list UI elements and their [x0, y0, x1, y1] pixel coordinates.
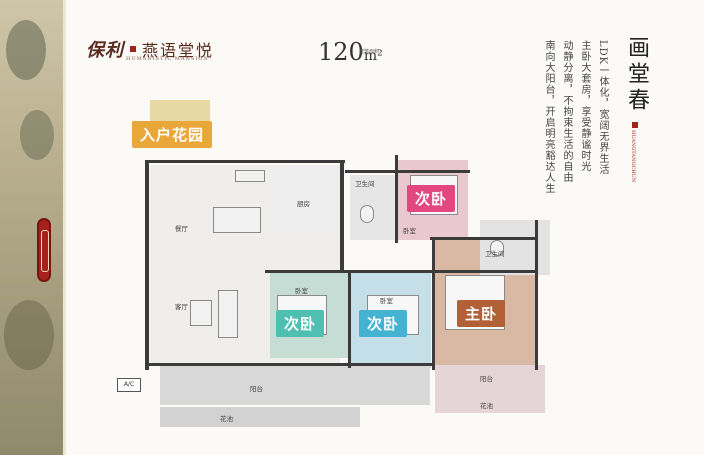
label-balcony: 阳台	[250, 385, 263, 393]
painted-tree	[6, 20, 46, 80]
wall	[535, 220, 538, 370]
ac-unit-label: A/C	[117, 378, 141, 392]
wall	[348, 273, 351, 368]
label-planter2: 花池	[480, 402, 493, 410]
painted-tree	[4, 300, 54, 370]
copy-line-1: LDK一体化，宽阔无界生活	[597, 40, 608, 176]
label-living: 客厅	[175, 303, 188, 311]
copy-line-2: 主卧大套房，享受静谧时光	[579, 40, 590, 172]
brand-divider	[130, 46, 136, 52]
brand-logo: 保利	[86, 40, 124, 61]
label-bath2: 卫生间	[485, 250, 505, 258]
callout-bedroom-left: 次卧	[276, 310, 325, 337]
wall	[145, 363, 435, 366]
callout-bedroom-mid: 次卧	[359, 310, 408, 337]
plan-title: 画堂春	[624, 36, 649, 114]
project-name-en: HUMANISTIC MANSION	[126, 56, 209, 62]
callout-master-bedroom: 主卧	[457, 300, 506, 327]
living-sofa	[218, 290, 238, 338]
wall	[430, 237, 538, 240]
project-name: 燕语堂悦	[142, 41, 215, 60]
wall	[432, 240, 435, 370]
label-br-left: 卧室	[295, 287, 308, 295]
toilet	[490, 240, 504, 256]
label-br-mid: 卧室	[380, 297, 393, 305]
label-bath1: 卫生间	[355, 180, 375, 188]
label-dining: 餐厅	[175, 225, 188, 233]
floor-area: 120m² 建筑面积	[318, 38, 383, 66]
kitchen-area	[275, 167, 340, 235]
callout-entry-garden: 入户花园	[132, 121, 213, 148]
callout-bedroom-top: 次卧	[407, 185, 456, 212]
painted-tree	[20, 110, 54, 160]
planter-area	[160, 407, 360, 427]
floor-plan: 餐厅 客厅 厨房 卫生间 卧室 卧室 卧室 卫生间 阳台 阳台 花池 花池 入户…	[105, 95, 565, 445]
balcony-area	[160, 365, 430, 405]
dining-table	[213, 207, 261, 233]
copy-line-3: 动静分离，不拘束生活的自由	[561, 40, 572, 183]
planter2-area	[435, 395, 545, 413]
area-unit: m²	[363, 48, 383, 64]
label-br-top: 卧室	[403, 227, 416, 235]
label-kitchen: 厨房	[297, 200, 310, 208]
wall	[395, 155, 398, 243]
brand-header: 保利 燕语堂悦 HUMANISTIC MANSION	[86, 36, 214, 62]
decorative-scroll-painting	[0, 0, 66, 455]
coffee-table	[190, 300, 212, 326]
label-balcony2: 阳台	[480, 375, 493, 383]
red-seal-ornament	[37, 218, 51, 282]
plan-title-en: HUANGTANGCHUN	[630, 130, 636, 183]
wall	[340, 160, 344, 270]
area-value: 120	[318, 38, 364, 66]
wall	[145, 160, 149, 370]
area-tag: 建筑面积	[359, 49, 380, 55]
wall	[345, 170, 470, 173]
toilet	[360, 205, 374, 223]
kitchen-counter	[235, 170, 265, 182]
label-planter: 花池	[220, 415, 233, 423]
wall	[265, 270, 535, 273]
wall	[145, 160, 345, 163]
copy-line-4: 南向大阳台，开启明亮豁达人生	[543, 40, 554, 194]
title-seal-mark	[632, 122, 638, 128]
